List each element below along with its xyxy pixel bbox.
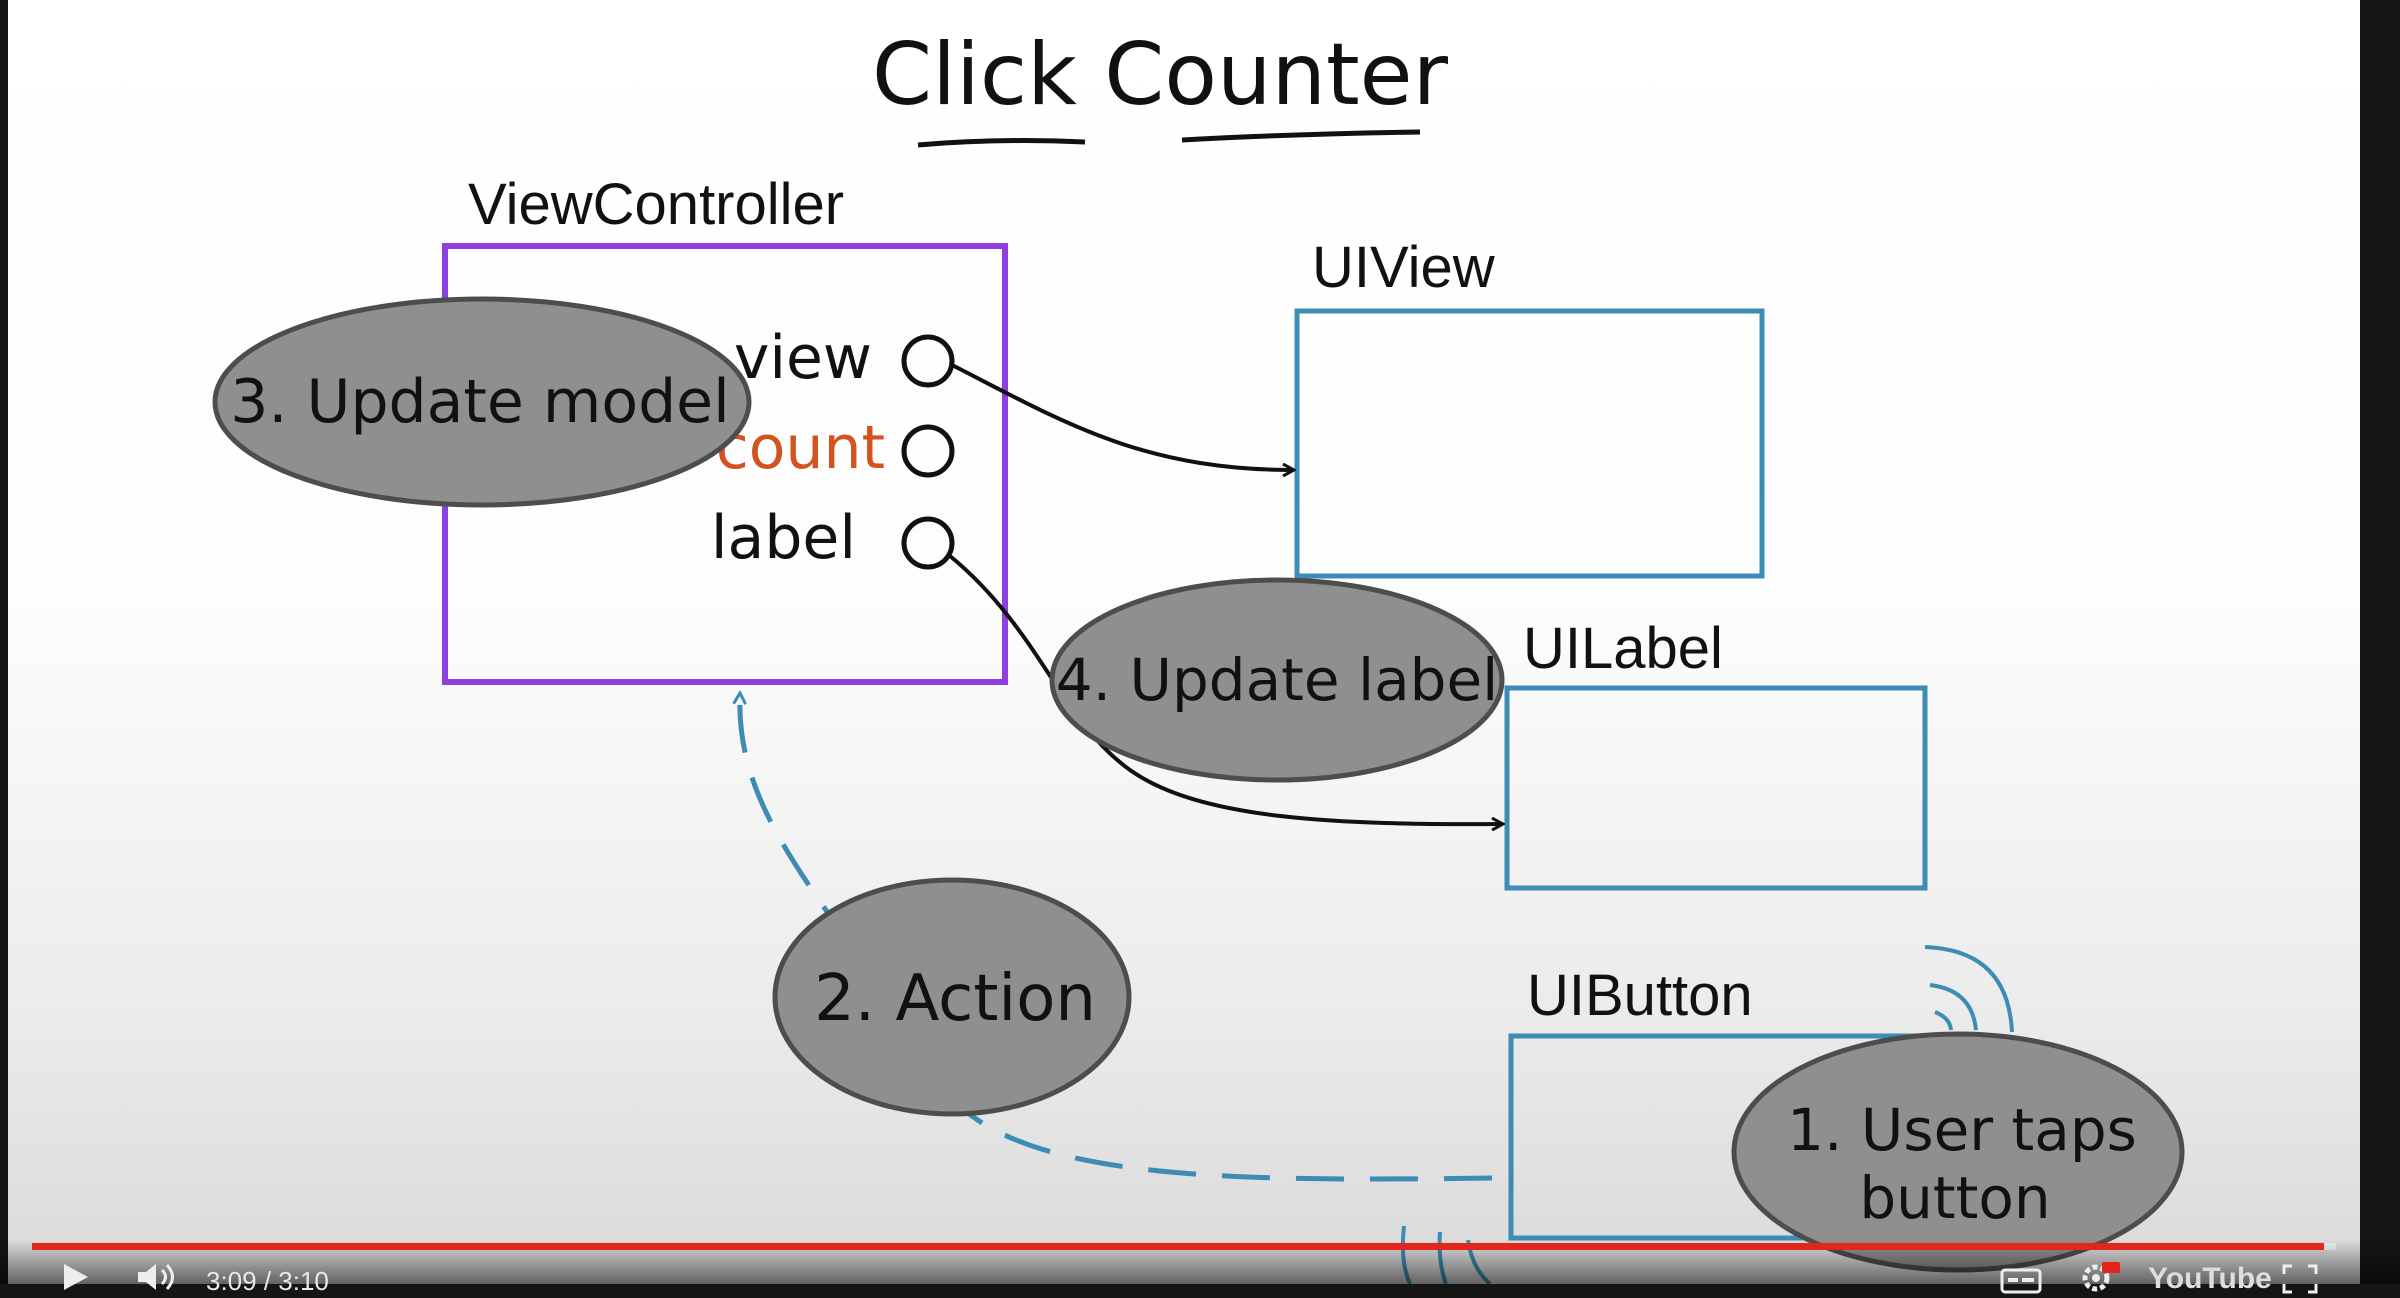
ui-label-label: UILabel — [1523, 616, 1723, 681]
tap-marks-top — [1924, 945, 2014, 1033]
step-2-text: 2. Action — [814, 962, 1096, 1036]
outlet-label-circle — [901, 516, 955, 570]
step-2-bubble — [772, 877, 1132, 1117]
volume-button[interactable] — [136, 1262, 184, 1292]
ui-view-box — [1294, 308, 1765, 579]
view-outlet-connection — [951, 363, 1293, 470]
progress-fill — [32, 1243, 2325, 1250]
title-underline-right — [1181, 129, 1421, 143]
outlet-label-label: label — [711, 503, 856, 573]
captions-button[interactable] — [2000, 1268, 2042, 1294]
view-controller-label: ViewController — [468, 172, 844, 237]
youtube-logo[interactable]: YouTube — [2148, 1262, 2272, 1295]
step-1-text-line1: 1. User taps — [1787, 1096, 2137, 1164]
fullscreen-button[interactable] — [2282, 1264, 2318, 1294]
diagram-title: Click Counter — [872, 25, 1449, 125]
fullscreen-icon — [2282, 1264, 2318, 1294]
ui-view-label: UIView — [1312, 235, 1496, 300]
play-button[interactable] — [58, 1262, 98, 1292]
ui-label-box — [1504, 685, 1928, 891]
progress-bar[interactable] — [32, 1243, 2336, 1250]
action-connection — [740, 694, 1493, 1182]
step-3-text: 3. Update model — [230, 367, 730, 437]
title-underline-left — [917, 138, 1086, 148]
outlet-view-label: view — [734, 323, 872, 393]
play-icon — [64, 1264, 88, 1290]
outlet-view-circle — [901, 334, 955, 388]
ui-button-label: UIButton — [1527, 963, 1753, 1028]
step-4-bubble — [1049, 577, 1505, 783]
volume-icon — [138, 1263, 174, 1291]
settings-button[interactable] — [2076, 1262, 2120, 1292]
captions-icon — [2000, 1268, 2042, 1294]
label-outlet-connection — [948, 554, 1502, 824]
step-3-bubble — [212, 296, 752, 508]
outlet-count-circle — [901, 424, 955, 478]
step-4-text: 4. Update label — [1056, 646, 1499, 714]
time-display: 3:09 / 3:10 — [206, 1266, 329, 1296]
settings-icon — [2082, 1262, 2120, 1292]
step-1-text-line2: button — [1859, 1164, 2050, 1232]
